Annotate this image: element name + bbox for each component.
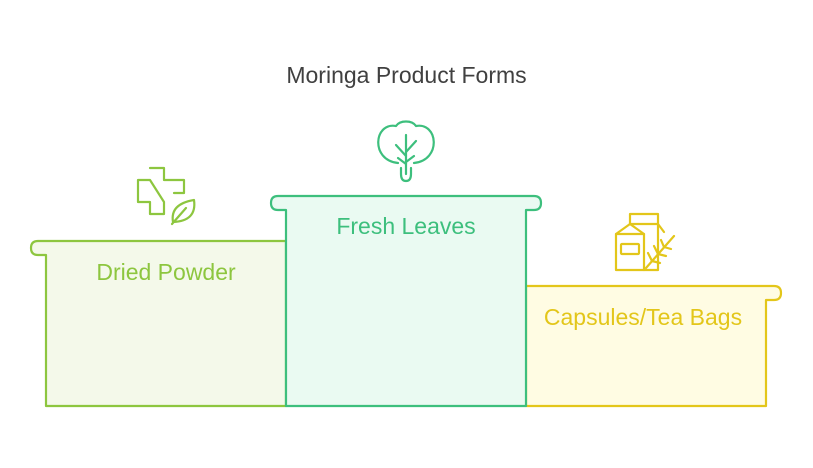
fresh-leaves-label: Fresh Leaves bbox=[336, 213, 476, 239]
medical-cross-leaf-icon bbox=[136, 166, 196, 226]
dried-powder-label: Dried Powder bbox=[96, 259, 236, 285]
tea-box-herb-icon bbox=[614, 212, 676, 272]
fresh-leaves-shape bbox=[269, 194, 543, 408]
capsules-shape bbox=[524, 284, 783, 408]
dried-powder-block bbox=[29, 239, 288, 408]
capsules-tea-bags-label: Capsules/Tea Bags bbox=[543, 304, 743, 330]
capsules-block bbox=[524, 284, 783, 408]
dried-powder-shape bbox=[29, 239, 288, 408]
leaf-tree-icon bbox=[377, 120, 435, 183]
fresh-leaves-block bbox=[269, 194, 543, 408]
diagram-title: Moringa Product Forms bbox=[286, 62, 527, 88]
